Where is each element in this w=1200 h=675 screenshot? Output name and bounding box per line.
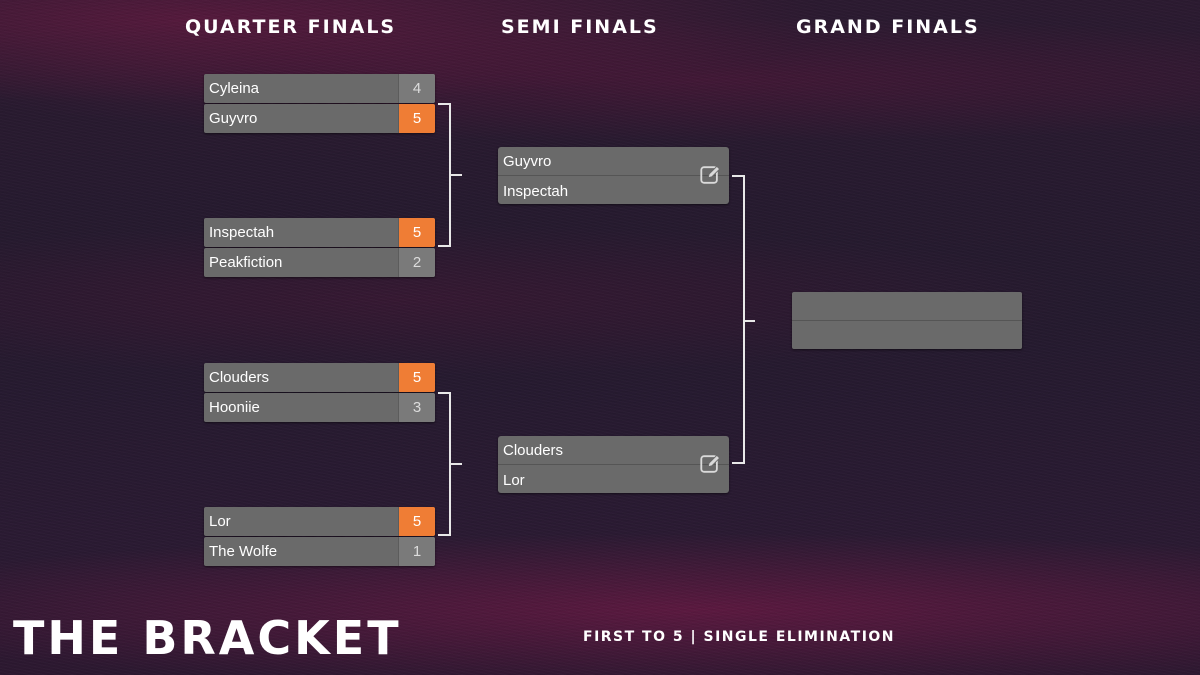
player-name: Hooniie xyxy=(209,399,260,416)
bracket-connector xyxy=(449,463,462,465)
divider xyxy=(498,175,729,176)
round-title-grand-finals: GRAND FINALS xyxy=(796,16,980,38)
edit-icon[interactable] xyxy=(699,164,721,186)
bracket-connector xyxy=(732,175,744,177)
player-name: The Wolfe xyxy=(209,543,278,560)
match-slot[interactable]: Peakfiction 2 xyxy=(204,248,435,277)
semi-final-match-2[interactable]: Clouders Lor xyxy=(498,436,729,493)
match-slot[interactable]: Clouders 5 xyxy=(204,363,435,392)
match-slot[interactable]: Cyleina 4 xyxy=(204,74,435,103)
player-name: Guyvro xyxy=(503,153,552,170)
bracket-subtitle: FIRST TO 5 | SINGLE ELIMINATION xyxy=(583,629,896,645)
player-score: 1 xyxy=(398,537,435,566)
match-slot[interactable]: Inspectah 5 xyxy=(204,218,435,247)
player-name: Inspectah xyxy=(503,183,569,200)
player-score-winner: 5 xyxy=(398,507,435,536)
match-slot[interactable]: Hooniie 3 xyxy=(204,393,435,422)
player-name: Clouders xyxy=(209,369,270,386)
bracket-connector xyxy=(438,534,450,536)
divider xyxy=(792,320,1022,321)
player-name: Cyleina xyxy=(209,80,260,97)
divider xyxy=(498,464,729,465)
player-score: 4 xyxy=(398,74,435,103)
match-slot[interactable]: Lor 5 xyxy=(204,507,435,536)
bracket-connector xyxy=(743,320,755,322)
player-score-winner: 5 xyxy=(398,104,435,133)
match-slot[interactable]: Guyvro 5 xyxy=(204,104,435,133)
semi-final-match-1[interactable]: Guyvro Inspectah xyxy=(498,147,729,204)
bracket-connector xyxy=(743,175,745,464)
grand-final-match[interactable] xyxy=(792,292,1022,349)
bracket-title: THE BRACKET xyxy=(13,611,402,665)
round-title-quarter-finals: QUARTER FINALS xyxy=(185,16,397,38)
round-title-semi-finals: SEMI FINALS xyxy=(501,16,659,38)
edit-icon[interactable] xyxy=(699,453,721,475)
player-name: Inspectah xyxy=(209,224,275,241)
player-score-winner: 5 xyxy=(398,363,435,392)
player-name: Peakfiction xyxy=(209,254,283,271)
player-name: Lor xyxy=(209,513,231,530)
player-score-winner: 5 xyxy=(398,218,435,247)
player-name: Clouders xyxy=(503,442,564,459)
player-name: Lor xyxy=(503,472,525,489)
bracket-connector xyxy=(438,245,450,247)
bracket-connector xyxy=(438,392,450,394)
match-slot[interactable]: The Wolfe 1 xyxy=(204,537,435,566)
player-score: 2 xyxy=(398,248,435,277)
player-name: Guyvro xyxy=(209,110,258,127)
bracket-connector xyxy=(449,174,462,176)
bracket-connector xyxy=(438,103,450,105)
player-score: 3 xyxy=(398,393,435,422)
bracket-connector xyxy=(732,462,744,464)
